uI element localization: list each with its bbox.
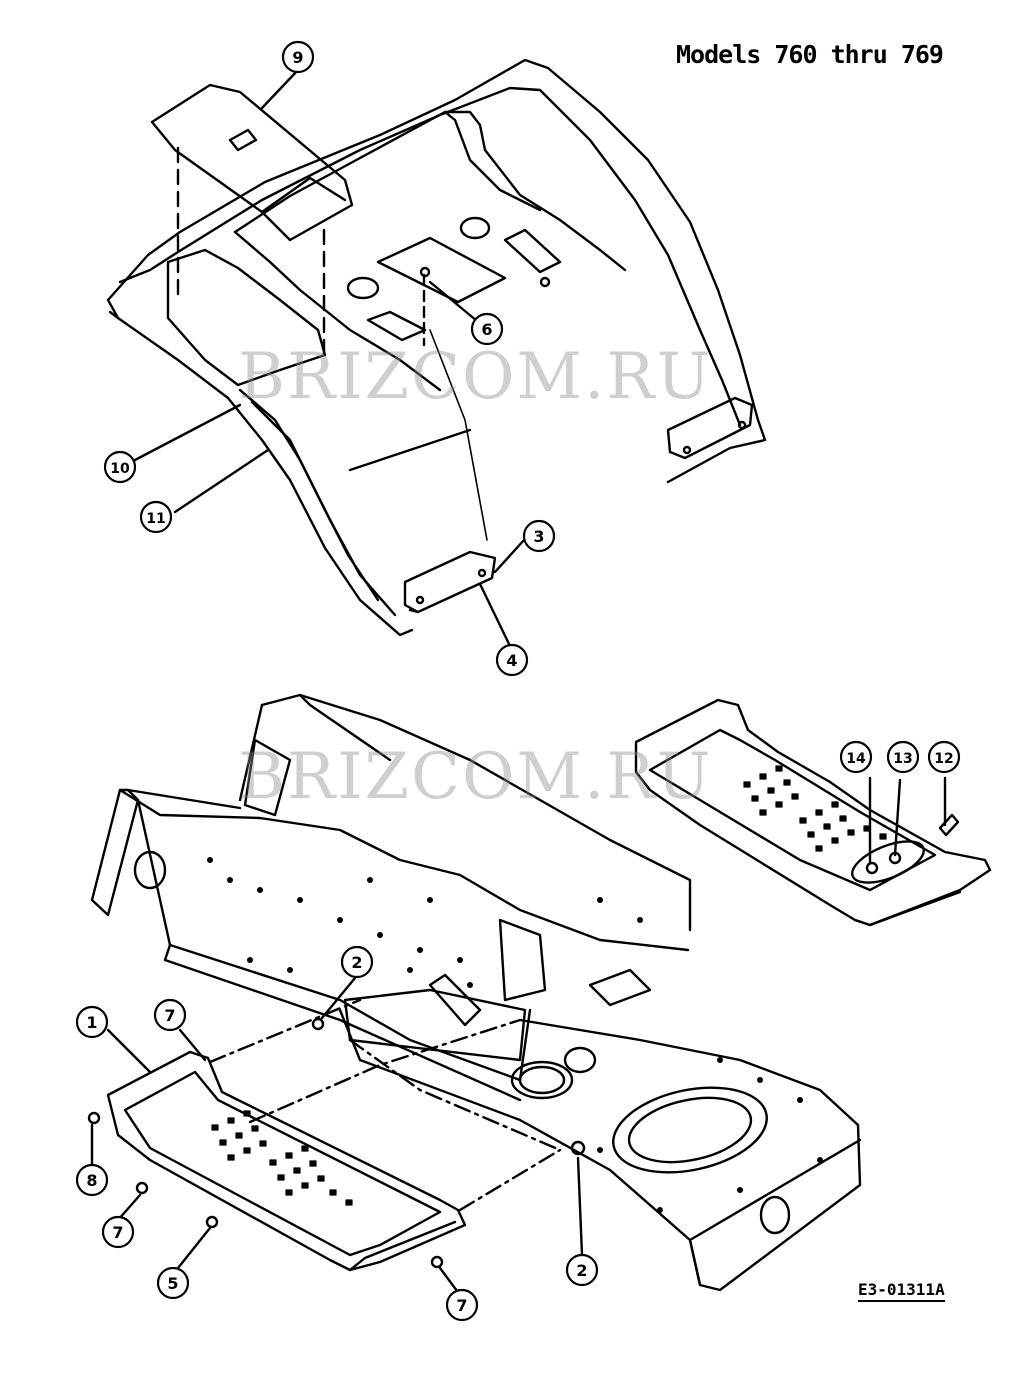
callout-circle xyxy=(75,1005,109,1039)
callout-2: 2 xyxy=(565,1253,599,1287)
callout-4: 4 xyxy=(495,643,529,677)
callout-number: 2 xyxy=(351,953,362,972)
callout-11: 11 xyxy=(139,500,173,534)
callout-number: 13 xyxy=(893,751,912,767)
callout-number: 7 xyxy=(112,1223,123,1242)
models-title: Models 760 thru 769 xyxy=(676,40,944,69)
callout-13: 13 xyxy=(886,740,920,774)
callout-5: 5 xyxy=(156,1266,190,1300)
callout-6: 6 xyxy=(470,312,504,346)
callout-number: 2 xyxy=(576,1261,587,1280)
drawing-code: E3-01311A xyxy=(858,1280,945,1302)
callout-circle xyxy=(75,1163,109,1197)
callout-number: 3 xyxy=(533,527,544,546)
callout-circle xyxy=(103,450,137,484)
callout-circle xyxy=(470,312,504,346)
left-footrest xyxy=(87,976,586,1297)
callout-circle xyxy=(281,40,315,74)
callout-circle xyxy=(139,500,173,534)
callout-8: 8 xyxy=(75,1163,109,1197)
callout-number: 10 xyxy=(110,461,130,477)
callout-circle xyxy=(156,1266,190,1300)
callout-number: 5 xyxy=(167,1274,178,1293)
callout-circle xyxy=(565,1253,599,1287)
callout-circle xyxy=(153,998,187,1032)
callout-circle xyxy=(886,740,920,774)
callout-7: 7 xyxy=(445,1288,479,1322)
fender-assembly xyxy=(106,58,767,648)
callout-7: 7 xyxy=(153,998,187,1032)
callout-number: 9 xyxy=(292,48,303,67)
watermark-bottom: BRIZCOM.RU xyxy=(238,740,713,814)
callout-number: 14 xyxy=(846,751,866,767)
callout-circle xyxy=(839,740,873,774)
callout-number: 11 xyxy=(146,511,165,527)
callout-number: 7 xyxy=(456,1296,467,1315)
callout-7: 7 xyxy=(101,1215,135,1249)
callout-circle xyxy=(495,643,529,677)
callout-1: 1 xyxy=(75,1005,109,1039)
callout-3: 3 xyxy=(522,519,556,553)
callout-number: 4 xyxy=(506,651,517,670)
callout-balloons: 9 6 10 11 3 4 14 13 12 2 1 7 8 7 5 7 2 xyxy=(75,40,961,1322)
callout-circle xyxy=(927,740,961,774)
callout-number: 7 xyxy=(164,1006,175,1025)
callout-14: 14 xyxy=(839,740,873,774)
callout-9: 9 xyxy=(281,40,315,74)
callout-number: 1 xyxy=(86,1013,97,1032)
watermark-top: BRIZCOM.RU xyxy=(238,340,713,414)
right-footrest xyxy=(634,698,992,927)
callout-12: 12 xyxy=(927,740,961,774)
callout-2: 2 xyxy=(340,945,374,979)
frame-assembly xyxy=(90,693,862,1292)
callout-number: 12 xyxy=(934,751,953,767)
callout-circle xyxy=(340,945,374,979)
callout-number: 6 xyxy=(481,320,492,339)
callout-10: 10 xyxy=(103,450,137,484)
callout-circle xyxy=(101,1215,135,1249)
callout-circle xyxy=(445,1288,479,1322)
callout-number: 8 xyxy=(86,1171,97,1190)
callout-circle xyxy=(522,519,556,553)
